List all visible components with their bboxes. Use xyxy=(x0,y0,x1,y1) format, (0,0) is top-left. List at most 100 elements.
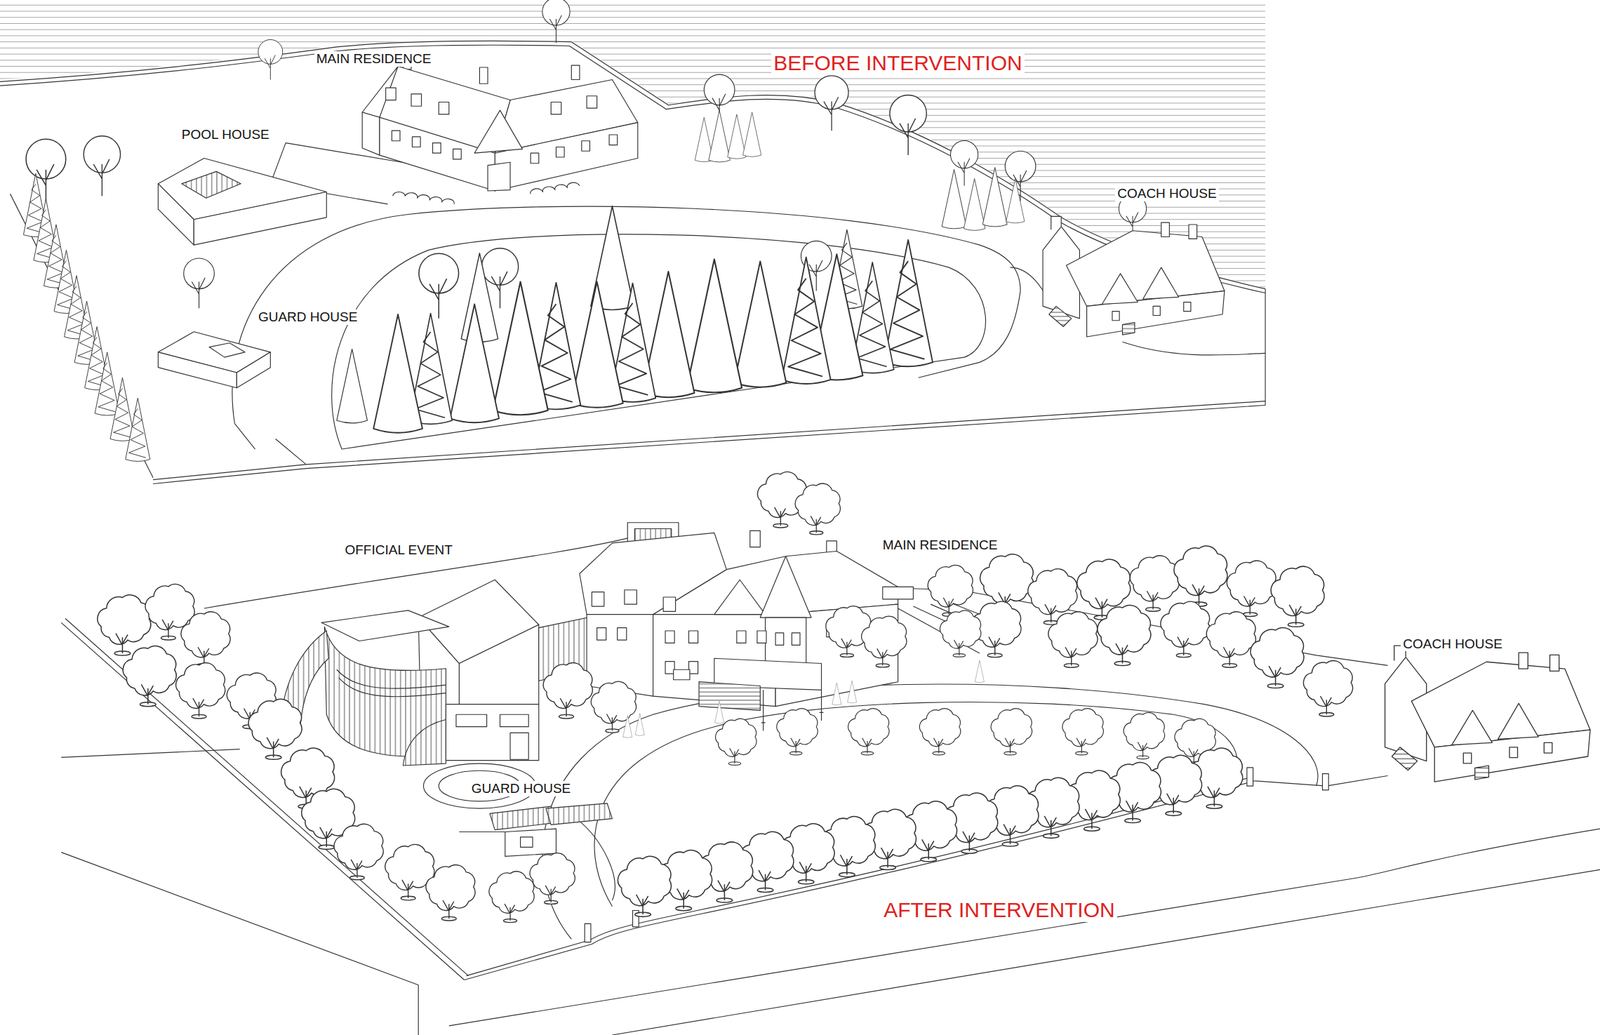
main-residence xyxy=(757,630,767,643)
guard-house xyxy=(520,837,533,848)
main-residence xyxy=(609,134,618,146)
main-residence xyxy=(581,141,591,152)
tree xyxy=(623,715,633,739)
building-label: OFFICIAL EVENT xyxy=(342,542,455,558)
guard-house xyxy=(545,803,613,826)
driveway xyxy=(331,234,986,450)
pool-house xyxy=(193,191,327,245)
tree xyxy=(1160,601,1210,657)
guard-house xyxy=(505,828,557,857)
main-residence xyxy=(714,579,766,615)
main-residence xyxy=(736,630,746,643)
before-panel xyxy=(0,0,1266,484)
main-residence xyxy=(765,617,807,664)
tree xyxy=(83,136,120,197)
main-residence xyxy=(775,632,784,645)
tree xyxy=(861,616,907,668)
main-residence xyxy=(411,94,422,106)
main-residence xyxy=(391,130,400,142)
main-residence xyxy=(432,143,442,154)
tree xyxy=(492,281,549,415)
tree xyxy=(334,823,384,880)
tree xyxy=(542,0,570,43)
tree xyxy=(1123,712,1165,759)
main-residence xyxy=(494,122,638,191)
building-label: GUARD HOUSE xyxy=(469,781,573,797)
main-residence xyxy=(474,110,523,153)
official-event-building xyxy=(456,714,488,727)
tree xyxy=(781,257,831,384)
tree xyxy=(687,258,743,393)
tree xyxy=(982,167,1008,227)
official-event-building xyxy=(336,669,447,697)
tree xyxy=(1174,545,1228,607)
main-residence xyxy=(791,632,800,645)
tree xyxy=(883,240,933,367)
tree xyxy=(1226,560,1276,617)
tree xyxy=(258,39,283,80)
main-residence xyxy=(571,65,580,80)
tree xyxy=(618,856,672,917)
tree xyxy=(543,663,593,719)
tree xyxy=(848,708,890,756)
road xyxy=(61,749,1600,1035)
tree xyxy=(248,698,302,760)
tree xyxy=(734,261,786,387)
tree xyxy=(1303,661,1353,717)
driveway xyxy=(234,423,306,465)
boundary-wall xyxy=(1255,776,1389,787)
tree xyxy=(715,718,757,765)
main-residence xyxy=(550,101,562,114)
coach-house xyxy=(1042,216,1225,337)
building-label: MAIN RESIDENCE xyxy=(880,537,1000,553)
tree xyxy=(1097,604,1151,666)
guard-house xyxy=(236,352,271,389)
boundary-wall xyxy=(61,536,1388,980)
tree xyxy=(974,660,984,683)
main-residence xyxy=(663,597,676,612)
tree xyxy=(1062,708,1104,756)
official-event-building xyxy=(402,720,446,766)
road xyxy=(61,749,240,758)
official-event-building xyxy=(500,714,530,727)
guard-house xyxy=(209,343,245,358)
boundary-wall xyxy=(204,536,633,609)
boundary-fence xyxy=(0,41,1266,485)
building-label: MAIN RESIDENCE xyxy=(314,51,434,67)
tree xyxy=(23,173,933,462)
building-label: COACH HOUSE xyxy=(1115,185,1219,202)
main-residence xyxy=(392,191,455,204)
tree xyxy=(1004,150,1036,201)
tree xyxy=(176,663,226,719)
tree xyxy=(336,348,368,423)
tree xyxy=(373,314,423,433)
tree xyxy=(1129,555,1179,612)
main-residence xyxy=(479,67,488,84)
after-panel xyxy=(61,471,1600,1035)
tree xyxy=(715,701,725,724)
tree xyxy=(94,352,120,416)
tree xyxy=(919,708,960,756)
main-residence xyxy=(555,146,565,158)
main-residence xyxy=(487,162,511,191)
tree xyxy=(635,713,645,737)
tree xyxy=(418,253,459,319)
panel-title: BEFORE INTERVENTION xyxy=(771,51,1025,76)
pool-house xyxy=(157,157,327,245)
tree xyxy=(1270,566,1325,627)
pool-house xyxy=(181,171,241,198)
main-residence xyxy=(411,136,421,148)
pool-house xyxy=(157,183,194,245)
tree xyxy=(183,258,215,309)
main-residence xyxy=(379,117,495,191)
driveway xyxy=(232,206,1021,424)
tree xyxy=(1206,611,1256,668)
driveway xyxy=(542,684,1318,939)
main-residence xyxy=(882,586,914,599)
tree xyxy=(963,178,986,231)
official-event-building xyxy=(445,704,539,761)
road xyxy=(61,852,419,1035)
tree xyxy=(990,708,1032,756)
